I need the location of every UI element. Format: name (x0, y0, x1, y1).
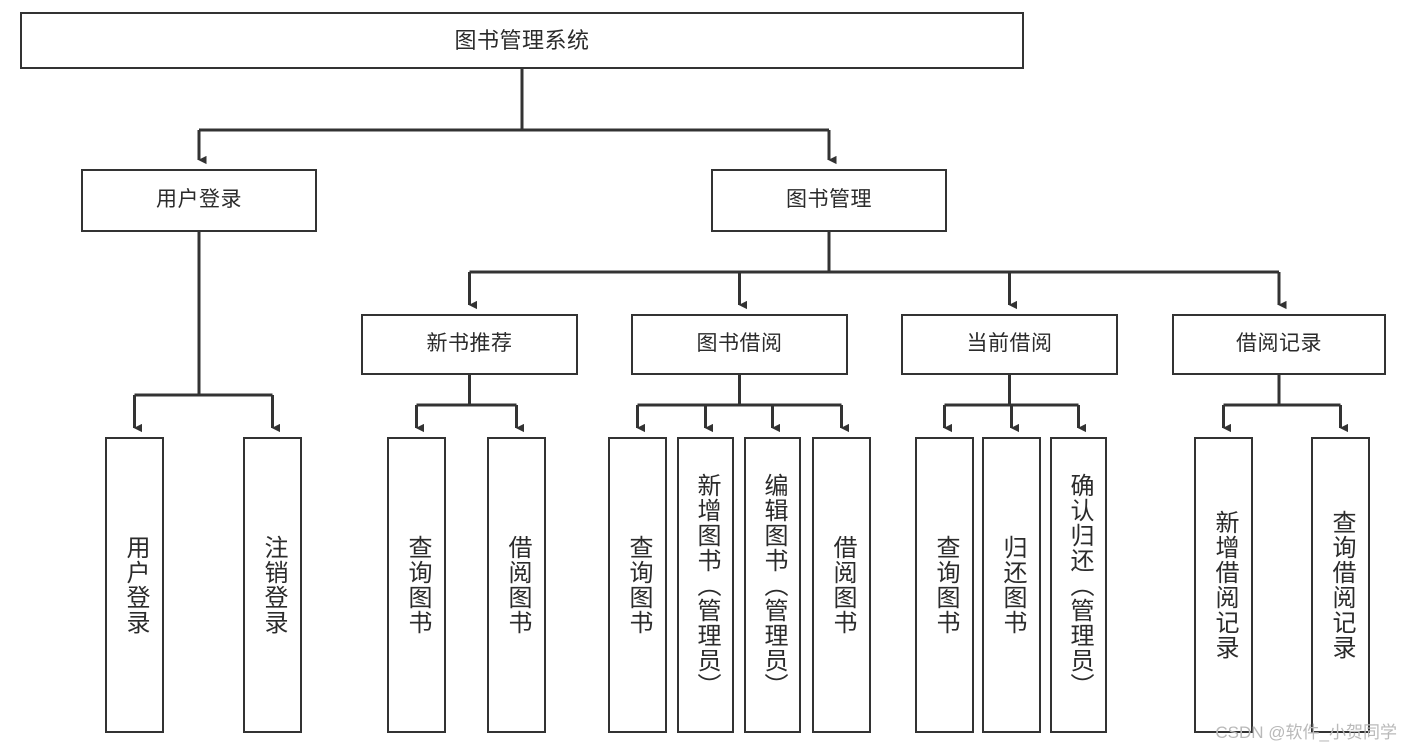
node-leaf-user-login[interactable]: 用户登录 (105, 437, 164, 733)
node-label: 当前借阅 (966, 332, 1053, 356)
node-leaf-return-book[interactable]: 归还图书 (982, 437, 1041, 733)
node-leaf-borrow-book[interactable]: 借阅图书 (812, 437, 871, 733)
node-label: 新增借阅记录 (1210, 510, 1238, 660)
node-leaf-query-book-current[interactable]: 查询图书 (915, 437, 974, 733)
node-label: 新增图书（管理员） (692, 472, 720, 698)
node-label: 确认归还（管理员） (1065, 472, 1093, 698)
node-label: 归还图书 (998, 535, 1026, 635)
node-leaf-add-borrow-record[interactable]: 新增借阅记录 (1194, 437, 1253, 733)
node-label: 图书管理 (786, 188, 872, 212)
node-label: 新书推荐 (426, 332, 513, 356)
node-book-borrow[interactable]: 图书借阅 (631, 314, 848, 375)
node-label: 查询图书 (931, 535, 959, 635)
node-leaf-logout-login[interactable]: 注销登录 (243, 437, 302, 733)
node-label: 编辑图书（管理员） (759, 472, 787, 698)
node-label: 借阅图书 (503, 535, 531, 635)
node-label: 图书管理系统 (454, 27, 590, 53)
node-leaf-borrow-book-rec[interactable]: 借阅图书 (487, 437, 546, 733)
csdn-watermark: CSDN @软件_小贺同学 (1215, 723, 1397, 742)
node-leaf-query-borrow-record[interactable]: 查询借阅记录 (1311, 437, 1370, 733)
node-label: 查询图书 (624, 535, 652, 635)
node-leaf-edit-book-admin[interactable]: 编辑图书（管理员） (744, 437, 801, 733)
node-label: 图书借阅 (696, 332, 783, 356)
node-root[interactable]: 图书管理系统 (20, 12, 1024, 69)
node-label: 借阅图书 (828, 535, 856, 635)
node-new-book-recommend[interactable]: 新书推荐 (361, 314, 578, 375)
node-label: 查询借阅记录 (1327, 510, 1355, 660)
node-user-login[interactable]: 用户登录 (81, 169, 317, 232)
node-label: 注销登录 (259, 535, 287, 635)
node-leaf-confirm-return-admin[interactable]: 确认归还（管理员） (1050, 437, 1107, 733)
node-leaf-query-book-rec[interactable]: 查询图书 (387, 437, 446, 733)
node-label: 用户登录 (156, 188, 242, 212)
node-leaf-query-book-borrow[interactable]: 查询图书 (608, 437, 667, 733)
node-label: 借阅记录 (1236, 332, 1322, 356)
node-borrow-record[interactable]: 借阅记录 (1172, 314, 1386, 375)
node-label: 查询图书 (403, 535, 431, 635)
node-leaf-add-book-admin[interactable]: 新增图书（管理员） (677, 437, 734, 733)
node-book-management[interactable]: 图书管理 (711, 169, 947, 232)
node-label: 用户登录 (121, 535, 149, 635)
node-current-borrow[interactable]: 当前借阅 (901, 314, 1118, 375)
